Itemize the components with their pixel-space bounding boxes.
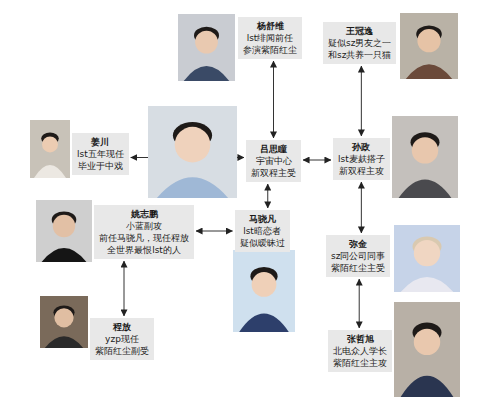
person-note: 和sz共养一只猫 bbox=[328, 49, 391, 61]
person-name: 程放 bbox=[95, 321, 149, 333]
photo-body bbox=[34, 165, 66, 178]
person-label-box: 吕思瞳宇宙中心新双程主受 bbox=[246, 140, 301, 182]
person-label-box: 马骁凡lst暗恋者疑似暧昧过 bbox=[235, 210, 290, 252]
person-label-box: 孙政lst麦麸搭子新双程主攻 bbox=[333, 138, 390, 180]
person-note: 新双程主攻 bbox=[338, 165, 385, 177]
photo-ground bbox=[178, 14, 235, 81]
relation-arrow bbox=[303, 160, 331, 161]
person-note: 疑似sz男友之一 bbox=[328, 37, 391, 49]
person-name: 孙政 bbox=[338, 141, 385, 153]
person-name: 马骁凡 bbox=[240, 213, 285, 225]
person-note: 参演紫陌红尘 bbox=[243, 44, 297, 56]
photo-face bbox=[195, 31, 218, 54]
person-label-box: 张哲旭北电众人学长紫陌红尘主攻 bbox=[328, 330, 392, 372]
relation-arrow bbox=[361, 182, 362, 233]
photo-ground bbox=[394, 225, 460, 292]
photo-body bbox=[45, 336, 83, 348]
person-note: 前任马骁凡，现任程放 bbox=[99, 232, 189, 244]
person-note: 疑似暧昧过 bbox=[240, 237, 285, 249]
person-note: sz同公司同事 bbox=[331, 250, 385, 262]
photo-body bbox=[401, 277, 454, 292]
person-note: 宇宙中心 bbox=[251, 155, 296, 167]
photo-face bbox=[412, 137, 438, 163]
portrait-photo bbox=[394, 302, 460, 397]
person-name: 张哲旭 bbox=[333, 333, 387, 345]
person-label-box: 姜川lst五年现任毕业于中戏 bbox=[72, 133, 129, 175]
relation-arrow bbox=[359, 279, 360, 328]
portrait-photo bbox=[400, 13, 458, 79]
relation-arrow bbox=[267, 184, 268, 208]
relation-arrow bbox=[196, 231, 233, 232]
portrait-photo bbox=[30, 120, 70, 178]
portrait-photo bbox=[36, 200, 92, 262]
photo-body bbox=[157, 177, 228, 198]
person-name: 杨舒维 bbox=[243, 20, 297, 32]
person-note: 毕业于中戏 bbox=[77, 160, 124, 172]
person-name: 弥金 bbox=[331, 238, 385, 250]
person-note: 紫陌红尘主攻 bbox=[333, 357, 387, 369]
person-note: lst五年现任 bbox=[77, 148, 124, 160]
photo-face bbox=[175, 127, 211, 163]
photo-ground bbox=[392, 116, 458, 198]
person-name: 姚志鹏 bbox=[99, 208, 189, 220]
relation-arrow bbox=[124, 261, 125, 316]
photo-ground bbox=[400, 13, 458, 79]
photo-ground bbox=[233, 250, 295, 332]
relation-arrow bbox=[273, 61, 274, 138]
portrait-photo bbox=[148, 106, 237, 198]
person-label-box: 弥金sz同公司同事紫陌红尘主受 bbox=[326, 235, 390, 277]
person-note: 北电众人学长 bbox=[333, 345, 387, 357]
person-name: 姜川 bbox=[77, 136, 124, 148]
photo-ground bbox=[40, 296, 88, 348]
person-label-box: 姚志鹏小蓝副攻前任马骁凡，现任程放全世界最恨lst的人 bbox=[94, 205, 194, 259]
photo-face bbox=[42, 136, 58, 152]
person-note: 新双程主受 bbox=[251, 167, 296, 179]
photo-body bbox=[401, 376, 454, 397]
photo-ground bbox=[30, 120, 70, 178]
relation-arrow bbox=[361, 66, 362, 136]
person-note: 紫陌红尘副受 bbox=[95, 345, 149, 357]
portrait-photo bbox=[178, 14, 235, 81]
person-label-box: 杨舒维lst绯闻前任参演紫陌红尘 bbox=[238, 17, 302, 59]
person-label-box: 王冠逸疑似sz男友之一和sz共养一只猫 bbox=[323, 22, 396, 64]
person-note: lst麦麸搭子 bbox=[338, 153, 385, 165]
photo-ground bbox=[394, 302, 460, 397]
portrait-photo bbox=[394, 225, 460, 292]
photo-body bbox=[184, 66, 230, 81]
photo-face bbox=[417, 29, 440, 52]
photo-body bbox=[406, 64, 452, 79]
photo-face bbox=[53, 215, 75, 237]
person-name: 王冠逸 bbox=[328, 25, 391, 37]
portrait-photo bbox=[392, 116, 458, 198]
photo-body bbox=[399, 180, 452, 198]
person-note: yzp现任 bbox=[95, 333, 149, 345]
person-note: 小蓝副攻 bbox=[99, 220, 189, 232]
photo-face bbox=[252, 272, 277, 297]
photo-body bbox=[42, 248, 87, 262]
person-note: 全世界最恨lst的人 bbox=[99, 244, 189, 256]
portrait-photo bbox=[233, 250, 295, 332]
photo-ground bbox=[36, 200, 92, 262]
person-note: 紫陌红尘主受 bbox=[331, 262, 385, 274]
photo-face bbox=[414, 329, 440, 355]
photo-ground bbox=[148, 106, 237, 198]
photo-face bbox=[54, 308, 73, 327]
person-note: lst暗恋者 bbox=[240, 225, 285, 237]
person-label-box: 程放yzp现任紫陌红尘副受 bbox=[90, 318, 154, 360]
portrait-photo bbox=[40, 296, 88, 348]
photo-body bbox=[239, 314, 289, 332]
photo-face bbox=[414, 240, 440, 266]
person-name: 吕思瞳 bbox=[251, 143, 296, 155]
person-note: lst绯闻前任 bbox=[243, 32, 297, 44]
